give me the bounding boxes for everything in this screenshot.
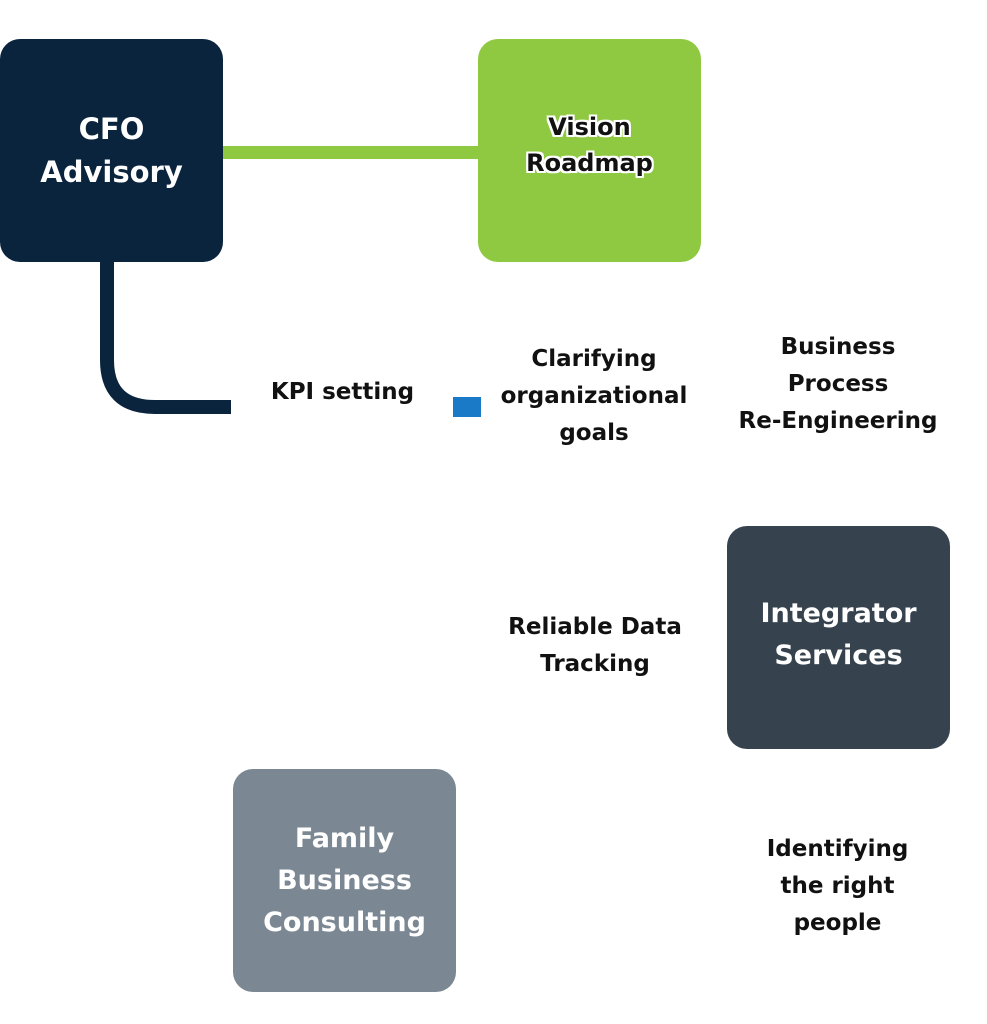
reliable-line-1: Reliable Data bbox=[508, 614, 682, 640]
identifying-right-people-label: Identifying the right people bbox=[745, 831, 930, 942]
bpr-line-3: Re-Engineering bbox=[738, 408, 938, 434]
identify-line-1: Identifying bbox=[766, 836, 909, 862]
reliable-data-tracking-label: Reliable Data Tracking bbox=[490, 609, 700, 683]
family-line-3: Consulting bbox=[263, 906, 426, 938]
kpi-setting-line-1: KPI setting bbox=[270, 379, 415, 405]
vision-roadmap-box: Vision Roadmap bbox=[478, 39, 701, 262]
blue-marker bbox=[453, 397, 481, 417]
business-process-reengineering-label: Business Process Re-Engineering bbox=[728, 329, 948, 440]
family-line-2: Business bbox=[277, 864, 412, 896]
clarifying-line-3: goals bbox=[559, 420, 629, 446]
family-business-consulting-box: Family Business Consulting bbox=[233, 769, 456, 992]
clarifying-goals-label: Clarifying organizational goals bbox=[490, 341, 698, 452]
cfo-advisory-line-1: CFO bbox=[78, 111, 145, 146]
kpi-setting-label: KPI setting bbox=[250, 374, 435, 411]
vision-roadmap-line-1: Vision bbox=[548, 112, 631, 141]
connector-cfo-kpi bbox=[100, 262, 231, 414]
clarifying-line-2: organizational bbox=[500, 383, 688, 409]
identify-line-2: the right bbox=[780, 873, 895, 899]
integrator-services-box: Integrator Services bbox=[727, 526, 950, 749]
integrator-line-1: Integrator bbox=[760, 597, 917, 629]
bpr-line-1: Business bbox=[780, 334, 896, 360]
family-line-1: Family bbox=[294, 822, 395, 854]
integrator-line-2: Services bbox=[774, 639, 903, 671]
bpr-line-2: Process bbox=[787, 371, 889, 397]
cfo-advisory-box: CFO Advisory bbox=[0, 39, 223, 262]
identify-line-3: people bbox=[793, 910, 882, 936]
cfo-advisory-line-2: Advisory bbox=[40, 154, 183, 189]
vision-roadmap-line-2: Roadmap bbox=[526, 148, 653, 177]
clarifying-line-1: Clarifying bbox=[531, 346, 657, 372]
reliable-line-2: Tracking bbox=[540, 651, 650, 677]
